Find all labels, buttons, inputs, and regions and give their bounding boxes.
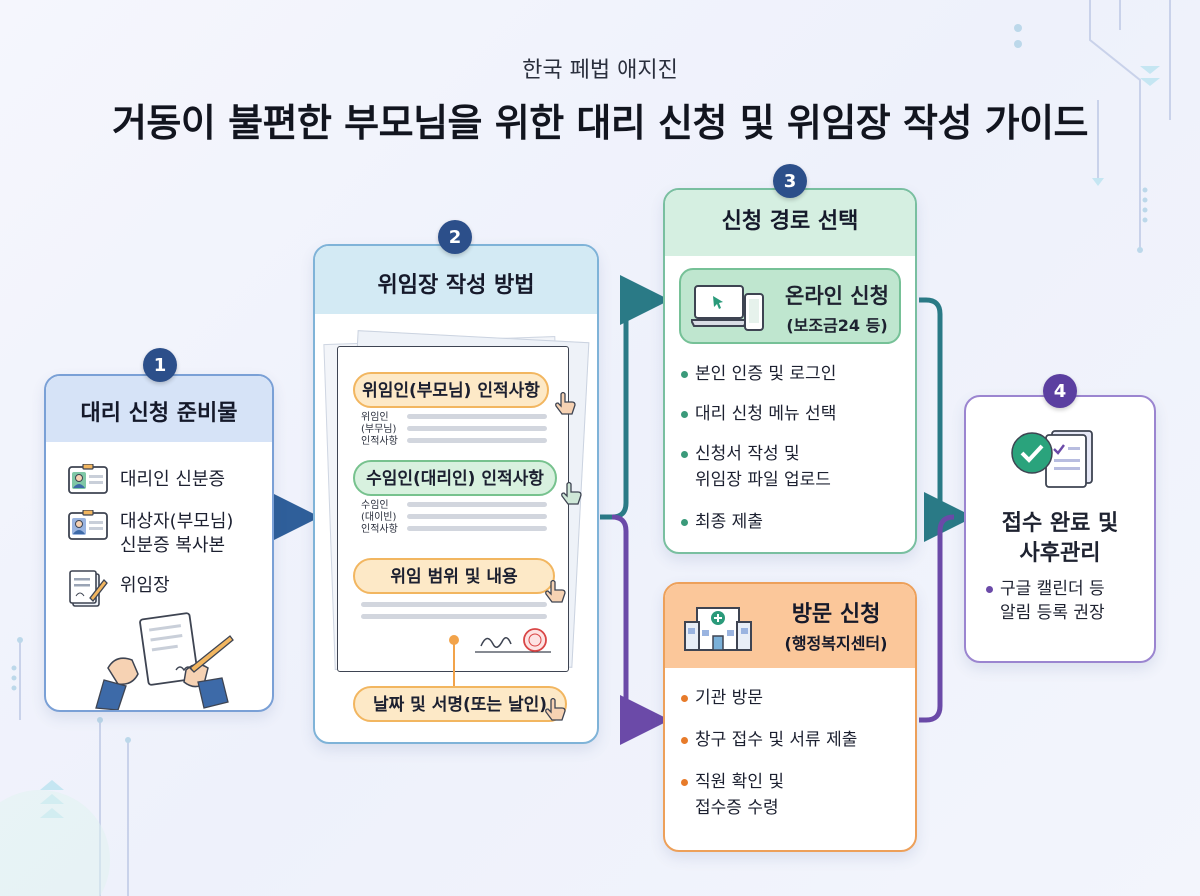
prep-item-label: 신분증 복사본 [120,535,226,556]
signing-hands-illustration [95,612,234,710]
pointing-hand-icon [561,482,582,505]
step-3-title: 신청 경로 선택 [665,190,915,256]
text-line [407,514,547,519]
list-item: 기관 방문 [681,686,763,710]
text-line [361,602,547,607]
step-3-visit-card: 방문 신청 (행정복지센터) 기관 방문 창구 접수 및 서류 제출 직원 확인… [663,582,917,852]
online-subtitle: (보조금24 등) [786,316,888,335]
laptop-phone-icon [691,285,764,331]
step-3-online-card: 신청 경로 선택 온라인 신청 (보조금24 등) 본인 인증 및 로그인 대리… [663,188,917,554]
list-item: 창구 접수 및 서류 제출 [681,728,857,752]
arrow-online-to-4 [919,297,974,542]
step-4-note: 구글 캘린더 등 알림 등록 권장 [986,577,1105,625]
note-line: 구글 캘린더 등 [1000,579,1105,599]
subtitle: 한국 페법 애지진 [522,58,678,83]
list-item: 직원 확인 및 [681,770,784,794]
arrow-visit-to-4 [919,514,955,723]
step-3-badge: 3 [773,164,807,198]
arrow-2-to-visit [611,514,670,745]
arrow-2-to-online [600,275,670,520]
prep-item-parent-id: 대상자(부모님) 신분증 복사본 [68,510,233,558]
list-item: 본인 인증 및 로그인 [681,362,836,386]
page-title: 거동이 불편한 부모님을 위한 대리 신청 및 위임장 작성 가이드 [111,101,1089,145]
delegator-info-pill: 위임인(부모님) 인적사항 [353,372,549,408]
id-card-icon [68,464,108,494]
pointing-hand-icon [555,392,576,415]
step-1-card: 대리 신청 준비물 대리인 신분증 대상자(부모님) 신분증 복사본 [44,374,274,712]
step-2-card: 위임장 작성 방법 위임인(부모님) 인적사항 위임인 (부무님) 인적사항 수… [313,244,599,744]
signature-connector [449,635,459,688]
list-item-continued: 위임장 파일 업로드 [695,470,831,490]
list-item: 신청서 작성 및 [681,442,800,466]
visit-subtitle: (행정복지센터) [784,634,888,653]
delegate-field-label: 수임인 (대이빈) 인적사항 [361,500,398,535]
online-title: 온라인 신청 [785,284,889,308]
prep-item-agent-id: 대리인 신분증 [68,464,225,494]
step-1-badge: 1 [143,348,177,382]
prep-item-label: 대리인 신분증 [120,469,226,490]
pointing-hand-icon [545,580,566,603]
delegate-info-pill: 수임인(대리인) 인적사항 [353,460,557,496]
visit-title: 방문 신청 [791,602,881,627]
text-line [361,614,547,619]
prep-item-power-of-attorney: 위임장 [68,568,170,608]
step-4-card: 접수 완료 및 사후관리 구글 캘린더 등 알림 등록 권장 [964,395,1156,663]
text-line [407,526,547,531]
step-2-badge: 2 [438,220,472,254]
document-pen-icon [69,570,108,607]
visit-header: 방문 신청 (행정복지센터) [665,584,915,668]
check-document-icon [1011,430,1093,488]
text-line [407,414,547,419]
prep-item-label: 위임장 [120,575,170,596]
scope-pill: 위임 범위 및 내용 [353,558,555,594]
step-4-title-line2: 사후관리 [1019,541,1101,566]
bullet-dot [986,586,993,593]
signature-and-seal [475,628,551,653]
step-4-badge: 4 [1043,374,1077,408]
list-item: 대리 신청 메뉴 선택 [681,402,836,426]
id-card-icon [68,510,108,540]
step-4-title-line1: 접수 완료 및 [1001,511,1119,536]
step-2-title: 위임장 작성 방법 [315,246,597,314]
list-item: 최종 제출 [681,510,763,534]
signature-pill: 날짜 및 서명(또는 날인) [353,686,567,722]
pointing-hand-icon [545,698,566,721]
text-line [407,426,547,431]
building-icon [684,607,752,651]
delegator-field-label: 위임인 (부무님) 인적사항 [361,412,398,447]
text-line [407,438,547,443]
list-item-continued: 접수증 수령 [695,798,779,818]
text-line [407,502,547,507]
online-application-box: 온라인 신청 (보조금24 등) [679,268,901,344]
prep-item-label: 대상자(부모님) [120,511,234,532]
note-line: 알림 등록 권장 [1000,603,1105,623]
step-1-title: 대리 신청 준비물 [46,376,272,442]
